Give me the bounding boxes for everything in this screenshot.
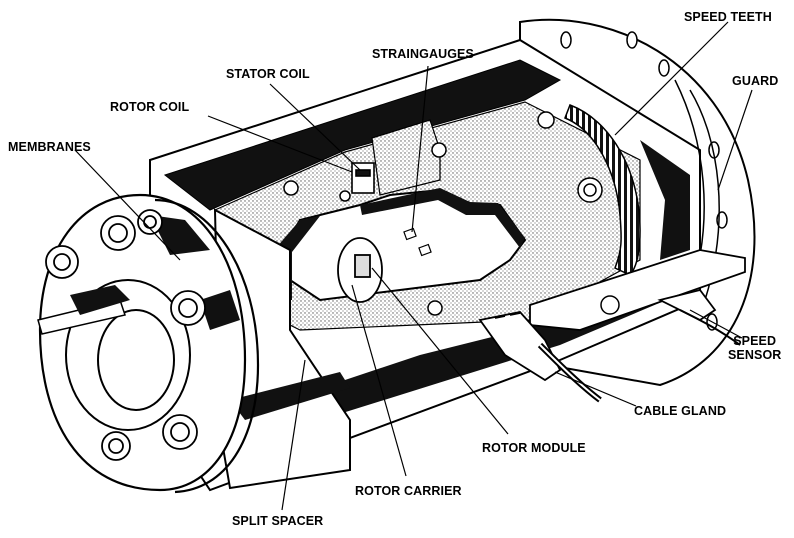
leader-split-spacer: [281, 359, 306, 511]
leader-straingauges: [411, 65, 429, 233]
leader-guard: [717, 89, 753, 191]
leader-rotor-module: [371, 267, 509, 435]
speed-teeth-ring: [564, 104, 641, 276]
stator-coil-housing: [371, 119, 441, 196]
leader-lines: [74, 21, 753, 511]
label-cable-gland: CABLE GLAND: [634, 404, 727, 418]
label-rotor-carrier: ROTOR CARRIER: [355, 484, 462, 498]
label-membranes: MEMBRANES: [8, 140, 91, 154]
label-speed-sensor-line1: SPEED: [733, 334, 777, 348]
label-rotor-module: ROTOR MODULE: [482, 441, 586, 455]
label-rotor-coil: ROTOR COIL: [110, 100, 190, 114]
stator-coil-block: [351, 162, 375, 194]
housing-bolts: [283, 111, 620, 316]
label-guard: GUARD: [732, 74, 779, 88]
straingauge-patches: [403, 227, 432, 257]
leader-membranes: [74, 149, 181, 261]
label-split-spacer: SPLIT SPACER: [232, 514, 324, 528]
leader-rotor-coil: [207, 115, 353, 173]
leader-speed-sensor: [689, 309, 743, 339]
leader-cable-gland: [554, 371, 637, 407]
speed-sensor-cable: [679, 309, 741, 346]
shell-cut-edge-top: [163, 59, 562, 211]
label-speed-teeth: SPEED TEETH: [684, 10, 772, 24]
split-spacer-cut: [230, 372, 350, 420]
label-speed-sensor-line2: SENSOR: [728, 348, 782, 362]
speed-teeth-recess: [640, 140, 690, 260]
leader-stator-coil: [269, 83, 361, 171]
label-straingauges: STRAINGAUGES: [372, 47, 474, 61]
rotor-carrier: [337, 237, 383, 303]
leader-speed-teeth: [614, 21, 729, 136]
label-stator-coil: STATOR COIL: [226, 67, 310, 81]
cable-gland: [478, 311, 602, 403]
leader-rotor-carrier: [351, 284, 407, 477]
label-speed-sensor: SPEED SENSOR: [728, 334, 781, 362]
